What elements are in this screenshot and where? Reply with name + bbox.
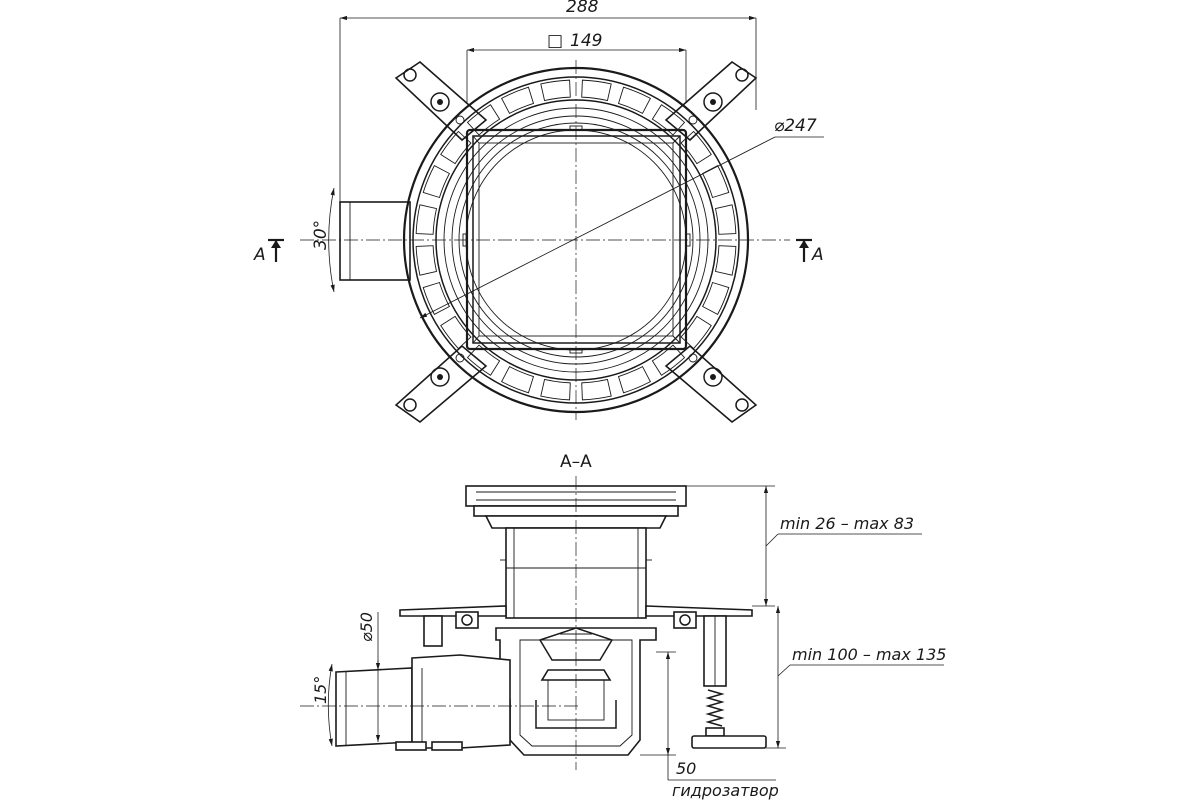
dim-outlet-diameter-text: ⌀50	[357, 612, 376, 642]
dimension-diameter: ⌀247	[419, 116, 824, 319]
dim-diameter-text: ⌀247	[774, 116, 817, 136]
dimension-angle-30: 30°	[311, 187, 335, 293]
dimension-angle-15: 15°	[311, 663, 333, 747]
rib-slot	[651, 104, 686, 136]
rib-slot	[466, 344, 501, 376]
rib-slot	[617, 365, 652, 394]
rib-slot	[500, 86, 535, 115]
section-title: A–A	[560, 452, 592, 472]
section-marker-left: A	[253, 238, 284, 265]
corner-screws	[430, 92, 723, 387]
section-marker-right: A	[796, 238, 824, 265]
dim-outlet-angle-text: 15°	[311, 676, 330, 704]
section-leg	[691, 615, 767, 749]
section-flange	[399, 605, 753, 647]
section-view: A–A	[300, 452, 946, 800]
dim-top-range-text: min 26 – max 83	[780, 514, 914, 533]
rib-slot	[415, 245, 438, 276]
rib-slot	[422, 164, 451, 199]
label-seal: гидрозатвор	[672, 781, 779, 800]
center-lines-top	[300, 60, 790, 420]
section-label-left: A	[253, 245, 266, 265]
rib-slot	[540, 79, 571, 102]
dim-grate-symbol: □	[547, 31, 563, 51]
rib-slot	[701, 281, 730, 316]
outlet-pipe-top	[339, 201, 411, 281]
dimension-body-range: min 100 – max 135	[766, 606, 946, 749]
section-outlet-pipe	[300, 654, 580, 751]
rib-slot	[440, 130, 472, 165]
rib-slot	[540, 378, 571, 401]
dim-angle-text: 30°	[311, 220, 331, 250]
dimension-outlet-diameter: ⌀50	[357, 612, 381, 742]
dim-seal-text: 50	[676, 759, 696, 778]
dimension-seal: 50 гидрозатвор	[640, 651, 779, 800]
top-view: 288 □ 149 ⌀247	[253, 0, 824, 424]
grate-frame	[462, 125, 691, 354]
rib-slot	[500, 365, 535, 394]
rib-slot	[714, 204, 737, 235]
rib-slot	[422, 281, 451, 316]
rib-slot	[440, 315, 472, 350]
rib-slot	[680, 315, 712, 350]
rib-slot	[581, 378, 612, 401]
rib-slot	[415, 204, 438, 235]
rib-slot	[701, 164, 730, 199]
section-label-right: A	[811, 245, 824, 265]
dim-body-range-text: min 100 – max 135	[792, 645, 946, 664]
rib-slot	[581, 79, 612, 102]
dim-grate-text: 149	[570, 31, 602, 51]
rib-slot	[714, 245, 737, 276]
dimension-top-range: min 26 – max 83	[686, 485, 922, 607]
rib-slots	[415, 79, 737, 401]
rib-slot	[651, 344, 686, 376]
dim-width-text: 288	[566, 0, 599, 17]
rib-slot	[617, 86, 652, 115]
